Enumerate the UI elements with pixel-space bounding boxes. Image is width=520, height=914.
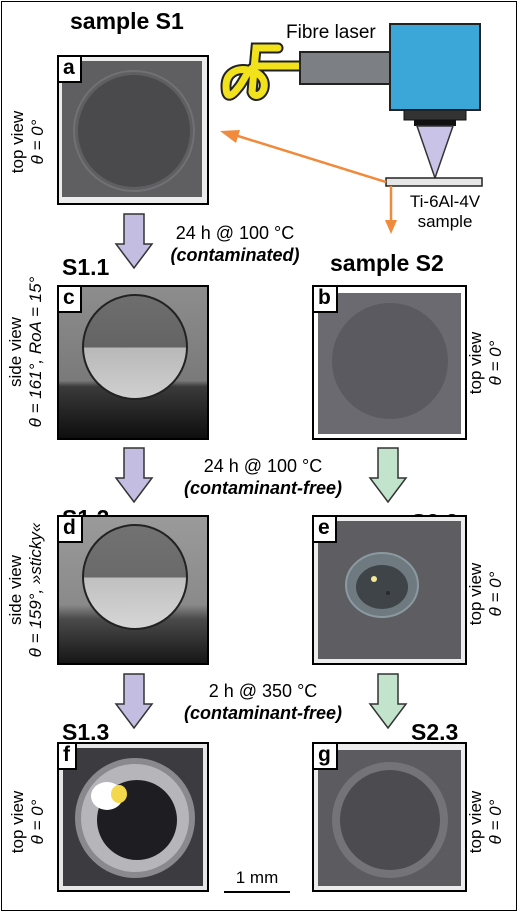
arrow-s2-step3: [368, 673, 408, 730]
view-label-d: side view θ = 159°, »sticky«: [6, 522, 45, 658]
step2-caption: 24 h @ 100 °C (contaminant-free): [183, 456, 342, 498]
view-label-a: top view θ = 0°: [8, 110, 47, 174]
panel-c: c: [57, 285, 209, 440]
panel-d: d: [57, 515, 209, 665]
laser-head: [389, 23, 481, 111]
panel-label-c: c: [59, 287, 82, 313]
title-s1-1: S1.1: [62, 254, 110, 280]
sample-label: Ti-6Al-4V sample: [409, 192, 481, 231]
reflection: [371, 576, 377, 582]
fibre-laser-label: Fibre laser: [286, 22, 376, 43]
arrow-s1-step2: [114, 447, 154, 504]
droplet-c: [82, 294, 188, 400]
scale-bar-label: 1 mm: [235, 868, 279, 887]
laser-structured-area: [78, 75, 190, 187]
view-label-g: top view θ = 0°: [466, 790, 505, 854]
arrow-s1-step3: [114, 673, 154, 730]
step1-caption: 24 h @ 100 °C (contaminated): [170, 223, 300, 265]
panel-b: b: [312, 285, 467, 440]
laser-structured-area: [332, 303, 448, 419]
title-sample-s2: sample S2: [330, 250, 444, 276]
view-label-c: side view θ = 161°, RoA = 15°: [6, 276, 45, 428]
step3-caption: 2 h @ 350 °C (contaminant-free): [183, 681, 342, 723]
panel-label-a: a: [59, 57, 82, 83]
droplet-d: [82, 524, 188, 630]
title-sample-s1: sample S1: [70, 8, 184, 34]
laser-collimator: [299, 51, 391, 85]
sample-plate: [385, 177, 483, 187]
panel-label-f: f: [59, 744, 77, 770]
scale-bar: [224, 891, 290, 893]
laser-setup-illustration: [220, 23, 483, 234]
panel-g: g: [312, 742, 467, 892]
panel-label-d: d: [59, 517, 83, 543]
panel-e: e: [312, 515, 467, 665]
panel-a: a: [57, 55, 209, 205]
view-label-b: top view θ = 0°: [466, 331, 505, 395]
title-s1-3: S1.3: [62, 719, 110, 745]
panel-label-b: b: [314, 287, 338, 313]
arrow-s2-step2: [368, 447, 408, 504]
title-s2-3: S2.3: [411, 719, 459, 745]
lens-holder: [403, 109, 467, 121]
laser-beam: [415, 125, 455, 181]
panel-label-e: e: [314, 517, 337, 543]
panel-f: f: [57, 742, 209, 892]
orange-arrow-to-s1: [237, 134, 387, 184]
view-label-e: top view θ = 0°: [466, 562, 505, 626]
arrow-s1-step1: [114, 213, 154, 270]
view-label-f: top view θ = 0°: [8, 790, 47, 854]
panel-label-g: g: [314, 744, 338, 770]
